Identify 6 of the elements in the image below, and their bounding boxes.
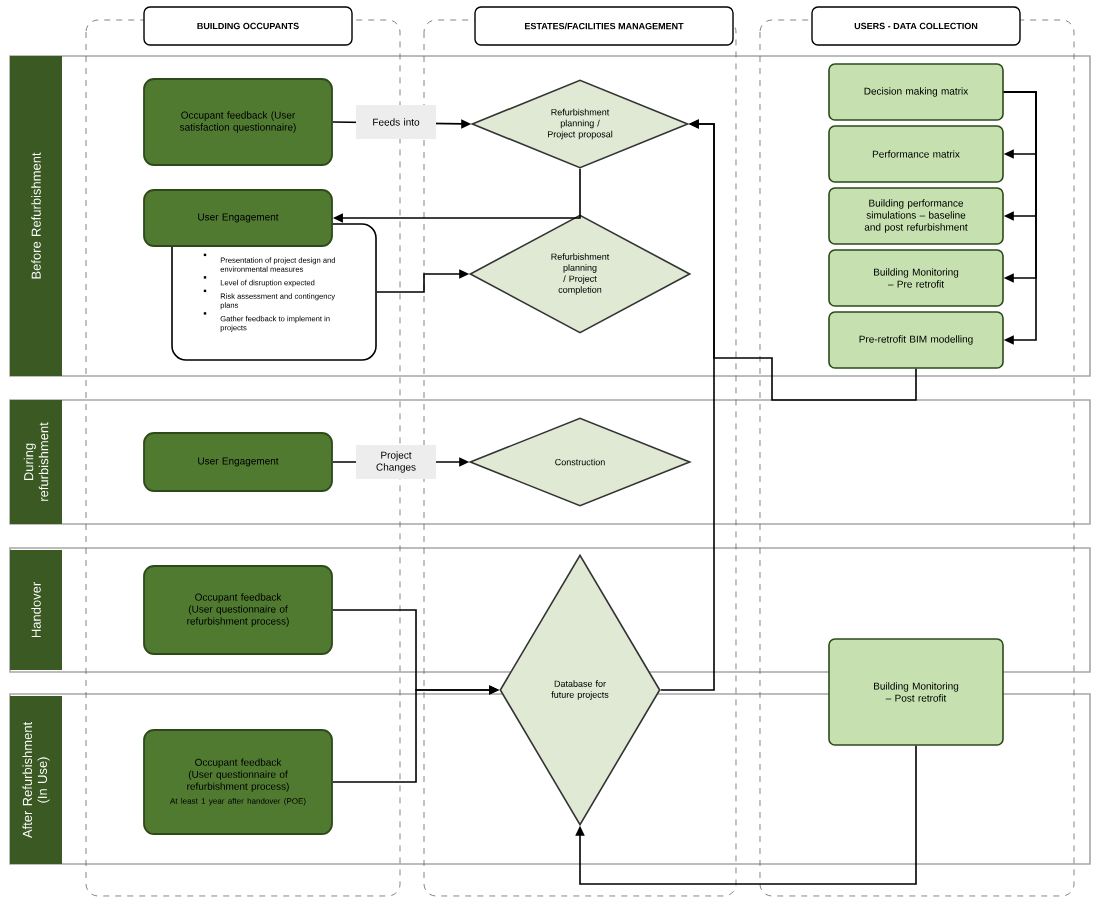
arrow (575, 745, 917, 885)
arrow (332, 168, 581, 223)
arrow (1003, 91, 1037, 345)
arrow (376, 269, 470, 293)
arrow (660, 119, 715, 691)
arrow (332, 685, 500, 783)
